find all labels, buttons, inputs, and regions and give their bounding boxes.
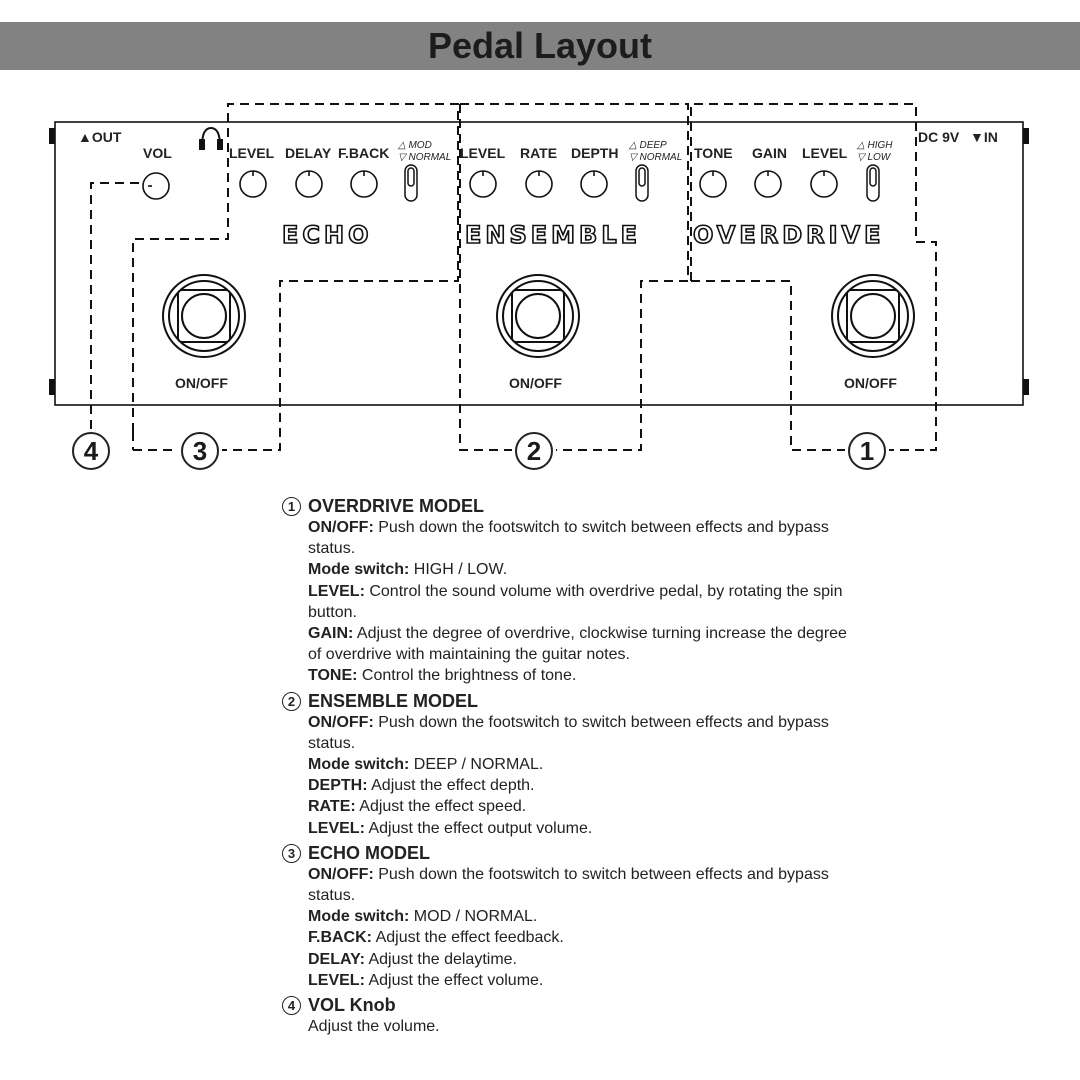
section-number: 3 xyxy=(282,843,301,863)
callout-outline-2-left xyxy=(459,104,512,451)
ensemble-footswitch-label: ON/OFF xyxy=(509,375,562,391)
overdrive-name: OVERDRIVE xyxy=(692,220,885,250)
out-label: ▲OUT xyxy=(78,129,122,145)
echo-footswitch-graphic xyxy=(162,274,246,358)
section-line: Mode switch: MOD / NORMAL. xyxy=(308,908,538,926)
echo-delay-label: DELAY xyxy=(285,145,332,161)
pedal-diagram xyxy=(49,103,1029,451)
section-vol: 4 VOL Knob Adjust the volume. xyxy=(282,994,862,1037)
overdrive-footswitch-graphic xyxy=(831,274,915,358)
ensemble-mode-label: △ DEEP ▽ NORMAL xyxy=(629,140,683,163)
section-line: ON/OFF: Push down the footswitch to swit… xyxy=(308,865,829,905)
echo-mode-top: MOD xyxy=(408,140,432,151)
section-echo: 3 ECHO MODEL ON/OFF: Push down the footsw… xyxy=(282,842,862,991)
callout-outline-2 xyxy=(460,103,689,451)
ensemble-name: ENSEMBLE xyxy=(464,220,642,250)
ensemble-depth-label: DEPTH xyxy=(571,145,619,161)
overdrive-footswitch[interactable] xyxy=(832,275,914,357)
ensemble-footswitch[interactable] xyxy=(497,275,579,357)
description: 1 OVERDRIVE MODEL ON/OFF: Push down the f… xyxy=(282,493,862,1037)
section-number: 2 xyxy=(282,691,301,711)
section-overdrive: 1 OVERDRIVE MODEL ON/OFF: Push down the f… xyxy=(282,495,862,687)
housing-tab-left-bottom xyxy=(49,379,55,395)
overdrive-tone-label: TONE xyxy=(694,145,733,161)
dc-label: DC 9V xyxy=(918,129,960,145)
callout-outline-4 xyxy=(90,182,139,432)
echo-mode-label: △ MOD ▽ NORMAL xyxy=(398,140,452,163)
callout-1: 1 xyxy=(848,432,886,470)
section-line: F.BACK: Adjust the effect feedback. xyxy=(308,929,564,947)
housing-tab-right-top xyxy=(1023,128,1029,144)
section-heading: ECHO MODEL xyxy=(308,842,431,863)
headphones-icon xyxy=(199,126,223,150)
section-line: Mode switch: HIGH / LOW. xyxy=(308,561,508,579)
echo-footswitch[interactable] xyxy=(163,275,245,357)
echo-name: ECHO xyxy=(281,220,373,250)
section-line: Adjust the volume. xyxy=(308,1018,440,1036)
callout-outline-1-left xyxy=(691,280,845,451)
callout-outline-1 xyxy=(690,103,937,451)
section-heading: OVERDRIVE MODEL xyxy=(308,496,485,516)
section-line: LEVEL: Control the sound volume with ove… xyxy=(308,582,843,621)
ensemble-rate-label: RATE xyxy=(520,145,558,161)
overdrive-mode-top: HIGH xyxy=(867,140,893,151)
overdrive-level-label: LEVEL xyxy=(802,145,848,161)
section-line: RATE: Adjust the effect speed. xyxy=(308,798,527,816)
overdrive-footswitch-label: ON/OFF xyxy=(844,375,897,391)
section-number: 1 xyxy=(282,497,301,516)
section-ensemble: 2 ENSEMBLE MODEL ON/OFF: Push down the fo… xyxy=(282,690,862,839)
ensemble-mode-bottom: NORMAL xyxy=(639,152,683,163)
vol-label: VOL xyxy=(143,145,172,161)
housing-tab-left-top xyxy=(49,128,55,144)
section-line: TONE: Control the brightness of tone. xyxy=(308,667,577,685)
echo-level-label: LEVEL xyxy=(229,145,275,161)
overdrive-mode-bottom: LOW xyxy=(867,152,891,163)
section-line: DELAY: Adjust the delaytime. xyxy=(308,950,517,968)
callout-2: 2 xyxy=(515,432,553,470)
callout-4: 4 xyxy=(72,432,110,470)
pedal-housing xyxy=(54,121,1024,406)
page-title: Pedal Layout xyxy=(427,25,653,66)
overdrive-mode-label: △ HIGH ▽ LOW xyxy=(857,140,893,163)
ensemble-level-label: LEVEL xyxy=(460,145,506,161)
section-heading: ENSEMBLE MODEL xyxy=(308,690,479,711)
ensemble-footswitch-graphic xyxy=(496,274,580,358)
section-line: DEPTH: Adjust the effect depth. xyxy=(308,777,535,795)
section-number: 4 xyxy=(282,996,301,1016)
section-heading: VOL Knob xyxy=(308,995,396,1016)
section-line: ON/OFF: Push down the footswitch to swit… xyxy=(308,713,829,752)
echo-fback-label: F.BACK xyxy=(338,145,390,161)
title-bar xyxy=(0,22,1080,70)
overdrive-gain-label: GAIN xyxy=(752,145,787,161)
echo-mode-bottom: NORMAL xyxy=(408,152,452,163)
section-line: Mode switch: DEEP / NORMAL. xyxy=(308,756,544,774)
echo-footswitch-label: ON/OFF xyxy=(175,375,228,391)
section-line: LEVEL: Adjust the effect output volume. xyxy=(308,819,593,837)
section-line: ON/OFF: Push down the footswitch to swit… xyxy=(308,519,829,558)
ensemble-mode-top: DEEP xyxy=(639,140,667,151)
housing-tab-right-bottom xyxy=(1023,379,1029,395)
callout-outline-3 xyxy=(132,103,459,451)
callout-3: 3 xyxy=(181,432,219,470)
vol-knob xyxy=(142,172,170,200)
section-line: LEVEL: Adjust the effect volume. xyxy=(308,971,544,989)
in-label: ▼IN xyxy=(970,129,998,145)
section-line: GAIN: Adjust the degree of overdrive, cl… xyxy=(308,625,847,664)
